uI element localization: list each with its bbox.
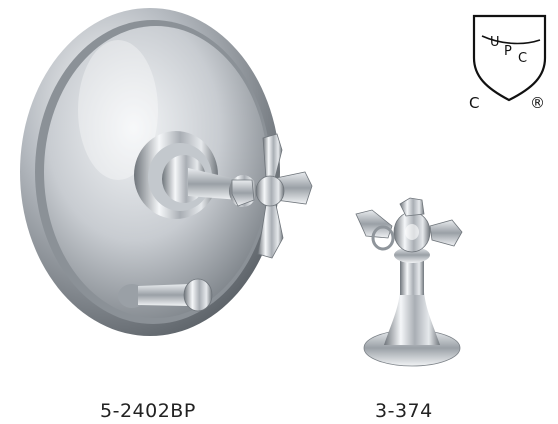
upc-shield-icon <box>472 14 547 102</box>
upc-letter-c: C <box>518 51 527 66</box>
cross-handle <box>231 133 313 259</box>
handle-collar <box>394 247 430 263</box>
upc-letter-p: P <box>504 44 512 59</box>
upc-country-mark: C <box>469 94 479 112</box>
registered-symbol: ® <box>530 94 545 112</box>
handle-stem <box>188 168 240 200</box>
model-label-3-374: 3-374 <box>375 400 433 422</box>
upc-letter-u: U <box>490 35 500 50</box>
cross-handle-3-374 <box>355 197 463 367</box>
wall-plate-highlight <box>78 40 158 180</box>
handle-base-bell <box>384 292 440 345</box>
model-label-5-2402BP: 5-2402BP <box>100 400 196 422</box>
valve-trim-5-2402BP <box>20 8 313 336</box>
upc-certification-mark: U P C C ® <box>469 14 547 112</box>
diverter-knob <box>118 278 213 312</box>
